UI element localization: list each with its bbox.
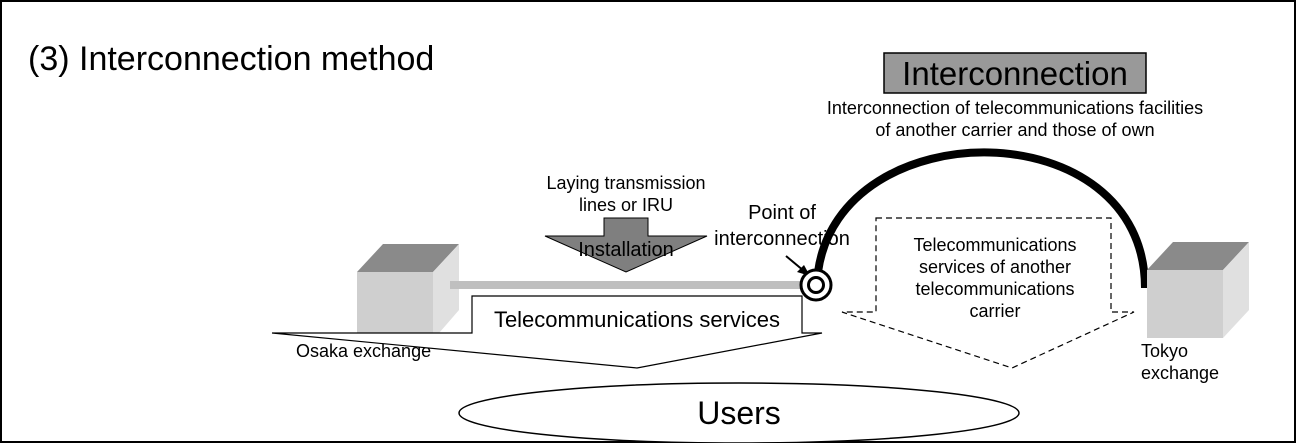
- interconnection-arc: [814, 148, 1149, 289]
- other-carrier-line2: services of another: [919, 257, 1071, 277]
- installation-arrow: [544, 217, 708, 273]
- tokyo-exchange-box: [1147, 242, 1249, 338]
- interconnection-description-line2: of another carrier and those of own: [875, 120, 1154, 140]
- other-carrier-line3: telecommunications: [915, 279, 1074, 299]
- own-transmission-line: [450, 281, 800, 289]
- interconnection-label-box: [883, 52, 1147, 94]
- interconnection-description-line1: Interconnection of telecommunications fa…: [827, 98, 1203, 118]
- own-services-label: Telecommunications services: [494, 307, 780, 332]
- laying-label-line1: Laying transmission: [546, 173, 705, 193]
- own-services-arrow: [271, 295, 823, 369]
- tokyo-exchange-label-line2: exchange: [1141, 363, 1219, 383]
- other-carrier-line4: carrier: [969, 301, 1020, 321]
- installation-label: Installation: [578, 239, 674, 261]
- point-label-line2: interconnection: [714, 228, 850, 250]
- other-carrier-line1: Telecommunications: [913, 235, 1076, 255]
- tokyo-exchange-label-line1: Tokyo: [1141, 341, 1188, 361]
- osaka-exchange-label: Osaka exchange: [296, 341, 431, 361]
- users-ellipse: [458, 382, 1020, 443]
- point-label-line1: Point of: [748, 202, 816, 224]
- page-title: (3) Interconnection method: [28, 40, 434, 78]
- other-carrier-arrow: [841, 217, 1135, 369]
- laying-label-line2: lines or IRU: [579, 195, 673, 215]
- interconnection-label: Interconnection: [902, 55, 1128, 92]
- osaka-exchange-box: [357, 244, 459, 340]
- point-of-interconnection-icon: [799, 268, 833, 302]
- users-label: Users: [697, 395, 781, 431]
